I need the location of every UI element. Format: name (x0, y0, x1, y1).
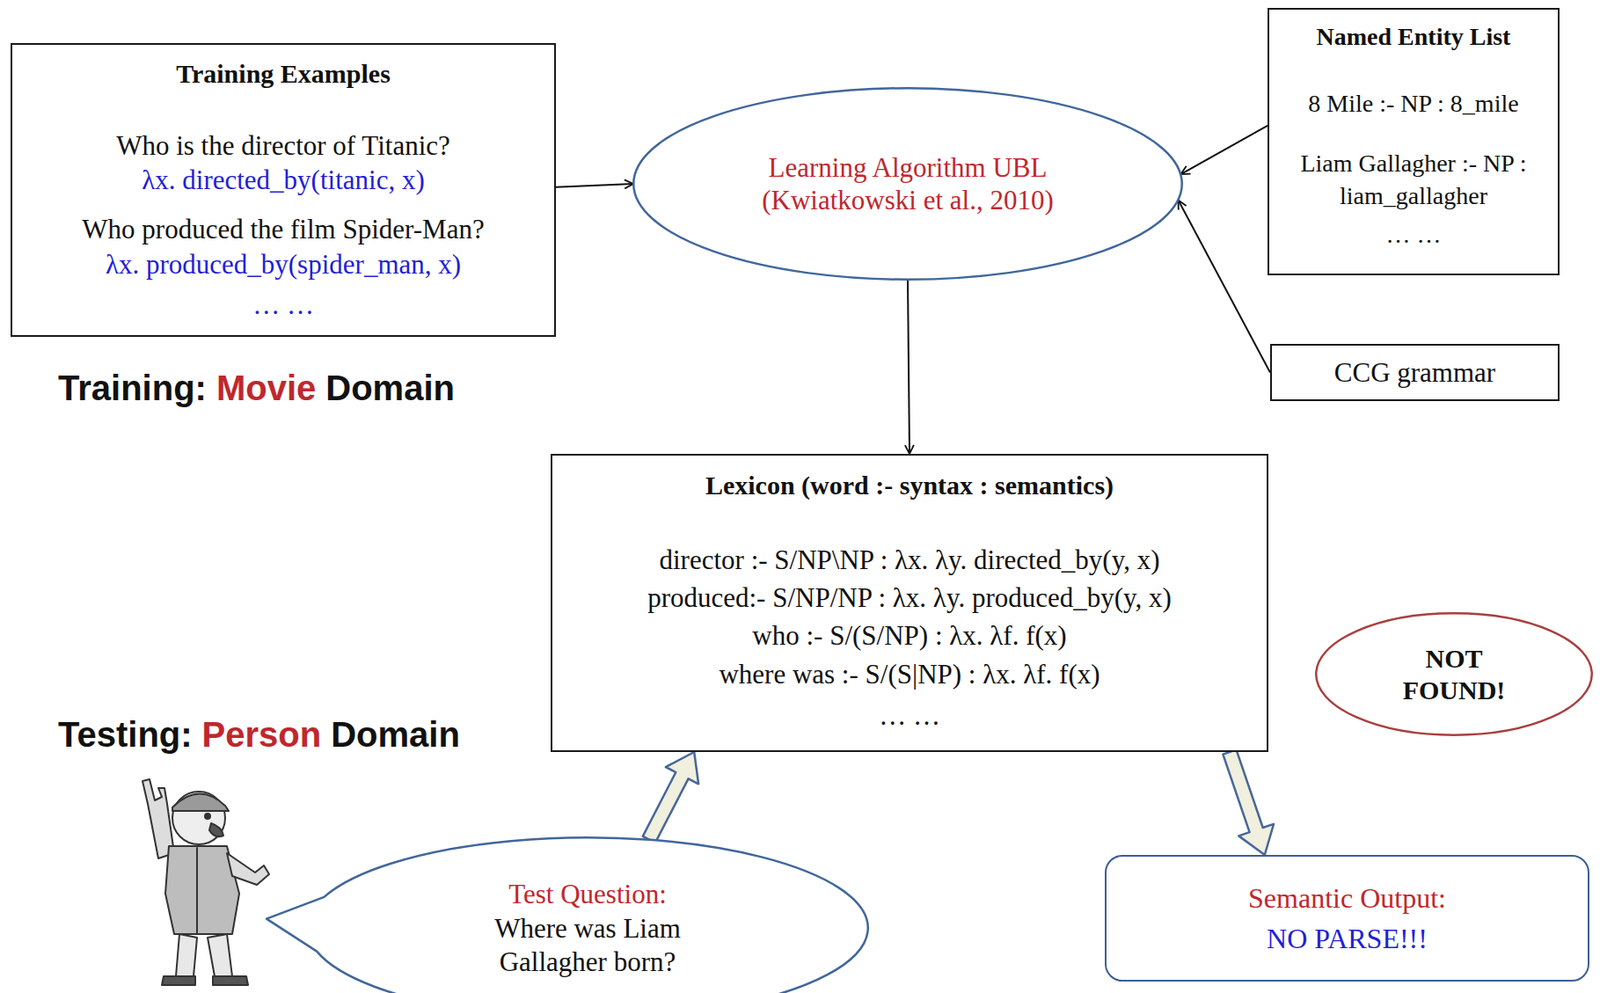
node-content: Semantic Output: NO PARSE!!! (1106, 856, 1588, 980)
node-content: Learning Algorithm UBL (Kwiatkowski et a… (632, 87, 1184, 281)
text-stack: Semantic Output: NO PARSE!!! (1120, 881, 1574, 957)
box-text: where was :- S/(S|NP) : λx. λf. f(x) (718, 657, 1100, 691)
box-text: who :- S/(S/NP) : λx. λf. f(x) (752, 619, 1067, 652)
box-text: CCG grammar (1334, 356, 1496, 389)
right-shoe (212, 976, 249, 986)
text-stack: Test Question:Where was Liam Gallagher b… (446, 877, 729, 979)
box-text: … … (878, 699, 941, 732)
text-stack: CCG grammar (1278, 356, 1551, 389)
box-text: Who is the director of Titanic? (116, 130, 451, 162)
jacket-zip (196, 847, 198, 935)
flow-arrow (555, 183, 634, 188)
node-content: CCG grammar (1271, 345, 1558, 400)
node-content: Named Entity List 8 Mile :- NP : 8_mileLi… (1269, 9, 1558, 274)
algorithm-ellipse: Learning Algorithm UBL (Kwiatkowski et a… (632, 87, 1184, 281)
block-arrow (642, 752, 699, 843)
cartoon-person (123, 761, 278, 991)
text-stack: Named Entity List 8 Mile :- NP : 8_mileLi… (1279, 20, 1548, 252)
fist-arm (226, 853, 270, 885)
output-box: Semantic Output: NO PARSE!!! (1104, 854, 1590, 982)
flow-arrow (1178, 199, 1271, 373)
training-box: Training ExamplesWho is the director of … (10, 43, 556, 337)
box-text: … … (252, 289, 315, 322)
bubble-outline (266, 837, 869, 993)
box-heading: Named Entity List (1316, 20, 1512, 54)
grammar-box: CCG grammar (1270, 343, 1560, 402)
left-leg (175, 934, 198, 977)
box-text: Learning Algorithm UBL (Kwiatkowski et a… (718, 151, 1097, 217)
outline-shape (632, 87, 1184, 281)
outline-shape (1315, 612, 1593, 737)
box-text: NO PARSE!!! (1266, 921, 1428, 956)
open-mouth (209, 823, 224, 837)
ellipse-outline (1315, 613, 1593, 736)
ellipse-outline (633, 87, 1183, 280)
domain-label: Domain (325, 366, 455, 410)
lexicon-box: Lexicon (word :- syntax : semantics) dire… (550, 453, 1269, 753)
node-content: Lexicon (word :- syntax : semantics) dire… (552, 455, 1267, 751)
box-text: Liam Gallagher :- NP : liam_gallagher (1279, 146, 1548, 214)
text-stack: Learning Algorithm UBL (Kwiatkowski et a… (718, 151, 1097, 217)
block-arrow (1222, 749, 1274, 855)
text-stack: Lexicon (word :- syntax : semantics) dire… (566, 469, 1253, 732)
node-content: Test Question:Where was Liam Gallagher b… (306, 836, 870, 993)
domain-label: Domain (330, 713, 461, 756)
box-text: 8 Mile :- NP : 8_mile (1307, 87, 1519, 121)
box-text: produced:- S/NP/NP : λx. λy. produced_by… (647, 581, 1172, 614)
right-leg (207, 934, 233, 977)
domain-label: Movie (216, 366, 316, 410)
speech-bubble: Test Question:Where was Liam Gallagher b… (306, 836, 870, 993)
box-text: λx. produced_by(spider_man, x) (105, 248, 461, 281)
domain-label: Person (202, 713, 322, 756)
node-content: NOT FOUND! (1315, 612, 1593, 737)
box-heading: Lexicon (word :- syntax : semantics) (705, 469, 1114, 502)
domain-label: Testing: (58, 713, 193, 756)
cap (172, 793, 229, 811)
box-text: λx. directed_by(titanic, x) (141, 164, 424, 197)
not-found-ellipse: NOT FOUND! (1315, 612, 1593, 737)
box-text: Who produced the film Spider-Man? (81, 213, 484, 246)
box-text: Test Question: (508, 877, 667, 911)
flow-arrow (907, 279, 910, 454)
box-heading: NOT FOUND! (1381, 642, 1527, 707)
box-text: Where was Liam Gallagher born? (446, 912, 729, 978)
entity-list-box: Named Entity List 8 Mile :- NP : 8_mileLi… (1267, 7, 1560, 276)
box-text: director :- S/NP\NP : λx. λy. directed_b… (658, 543, 1160, 577)
box-heading: Training Examples (175, 58, 391, 90)
node-content: Training ExamplesWho is the director of … (12, 44, 555, 336)
text-stack: Training ExamplesWho is the director of … (26, 58, 541, 322)
person-drawing (142, 779, 270, 986)
text-stack: NOT FOUND! (1381, 642, 1527, 707)
box-text: Semantic Output: (1248, 881, 1447, 915)
flow-arrow (1180, 125, 1268, 175)
box-text: … … (1386, 218, 1442, 252)
domain-label: Training: (58, 366, 207, 410)
eye (204, 813, 211, 819)
left-shoe (161, 976, 196, 986)
